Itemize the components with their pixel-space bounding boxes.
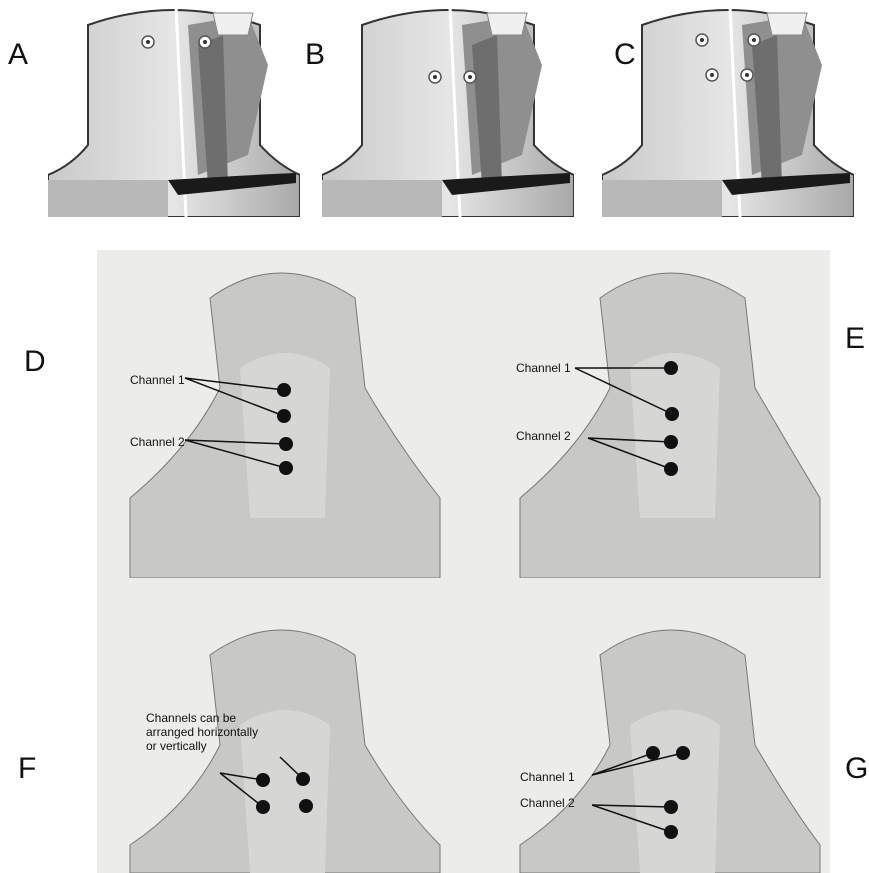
electrode [664,462,678,476]
electrode [277,409,291,423]
electrode-marker [468,75,472,79]
channel-1-label: Channel 1 [516,361,571,375]
electrode [664,361,678,375]
electrode [256,800,270,814]
channel-2-label: Channel 2 [516,429,571,443]
electrode [676,746,690,760]
caption-line-3: or vertically [146,739,207,753]
electrode [299,799,313,813]
electrode-marker [752,38,756,42]
caption-line-2: arranged horizontally [146,725,258,739]
photo-panel-d: Channel 1 Channel 2 [110,258,450,578]
electrode [646,746,660,760]
electrode [664,825,678,839]
photo-panel-e: Channel 1 Channel 2 [500,258,830,578]
panel-letter-d: D [24,345,46,379]
channel-2-label: Channel 2 [130,435,185,449]
neck-diagram-a [48,5,300,217]
electrode [256,773,270,787]
panel-letter-a: A [8,38,28,72]
photo-panel-g: Channel 1 Channel 2 [500,615,830,873]
electrode-marker [745,73,749,77]
electrode-marker [146,40,150,44]
electrode-marker [433,75,437,79]
panel-letter-e: E [845,322,865,356]
electrode [296,772,310,786]
electrode-marker [203,40,207,44]
electrode [277,383,291,397]
neck-diagram-b [322,5,574,217]
channel-2-label: Channel 2 [520,796,575,810]
electrode [279,461,293,475]
channel-1-label: Channel 1 [130,373,185,387]
panel-letter-g: G [845,752,868,786]
electrode-marker [710,73,714,77]
electrode-marker [700,38,704,42]
electrode [664,800,678,814]
electrode [665,407,679,421]
panel-letter-f: F [18,752,36,786]
channel-1-label: Channel 1 [520,770,575,784]
electrode [279,437,293,451]
caption-line-1: Channels can be [146,711,236,725]
neck-diagram-c [602,5,854,217]
photo-panel-f: Channels can be arranged horizontally or… [110,615,450,873]
electrode [664,435,678,449]
